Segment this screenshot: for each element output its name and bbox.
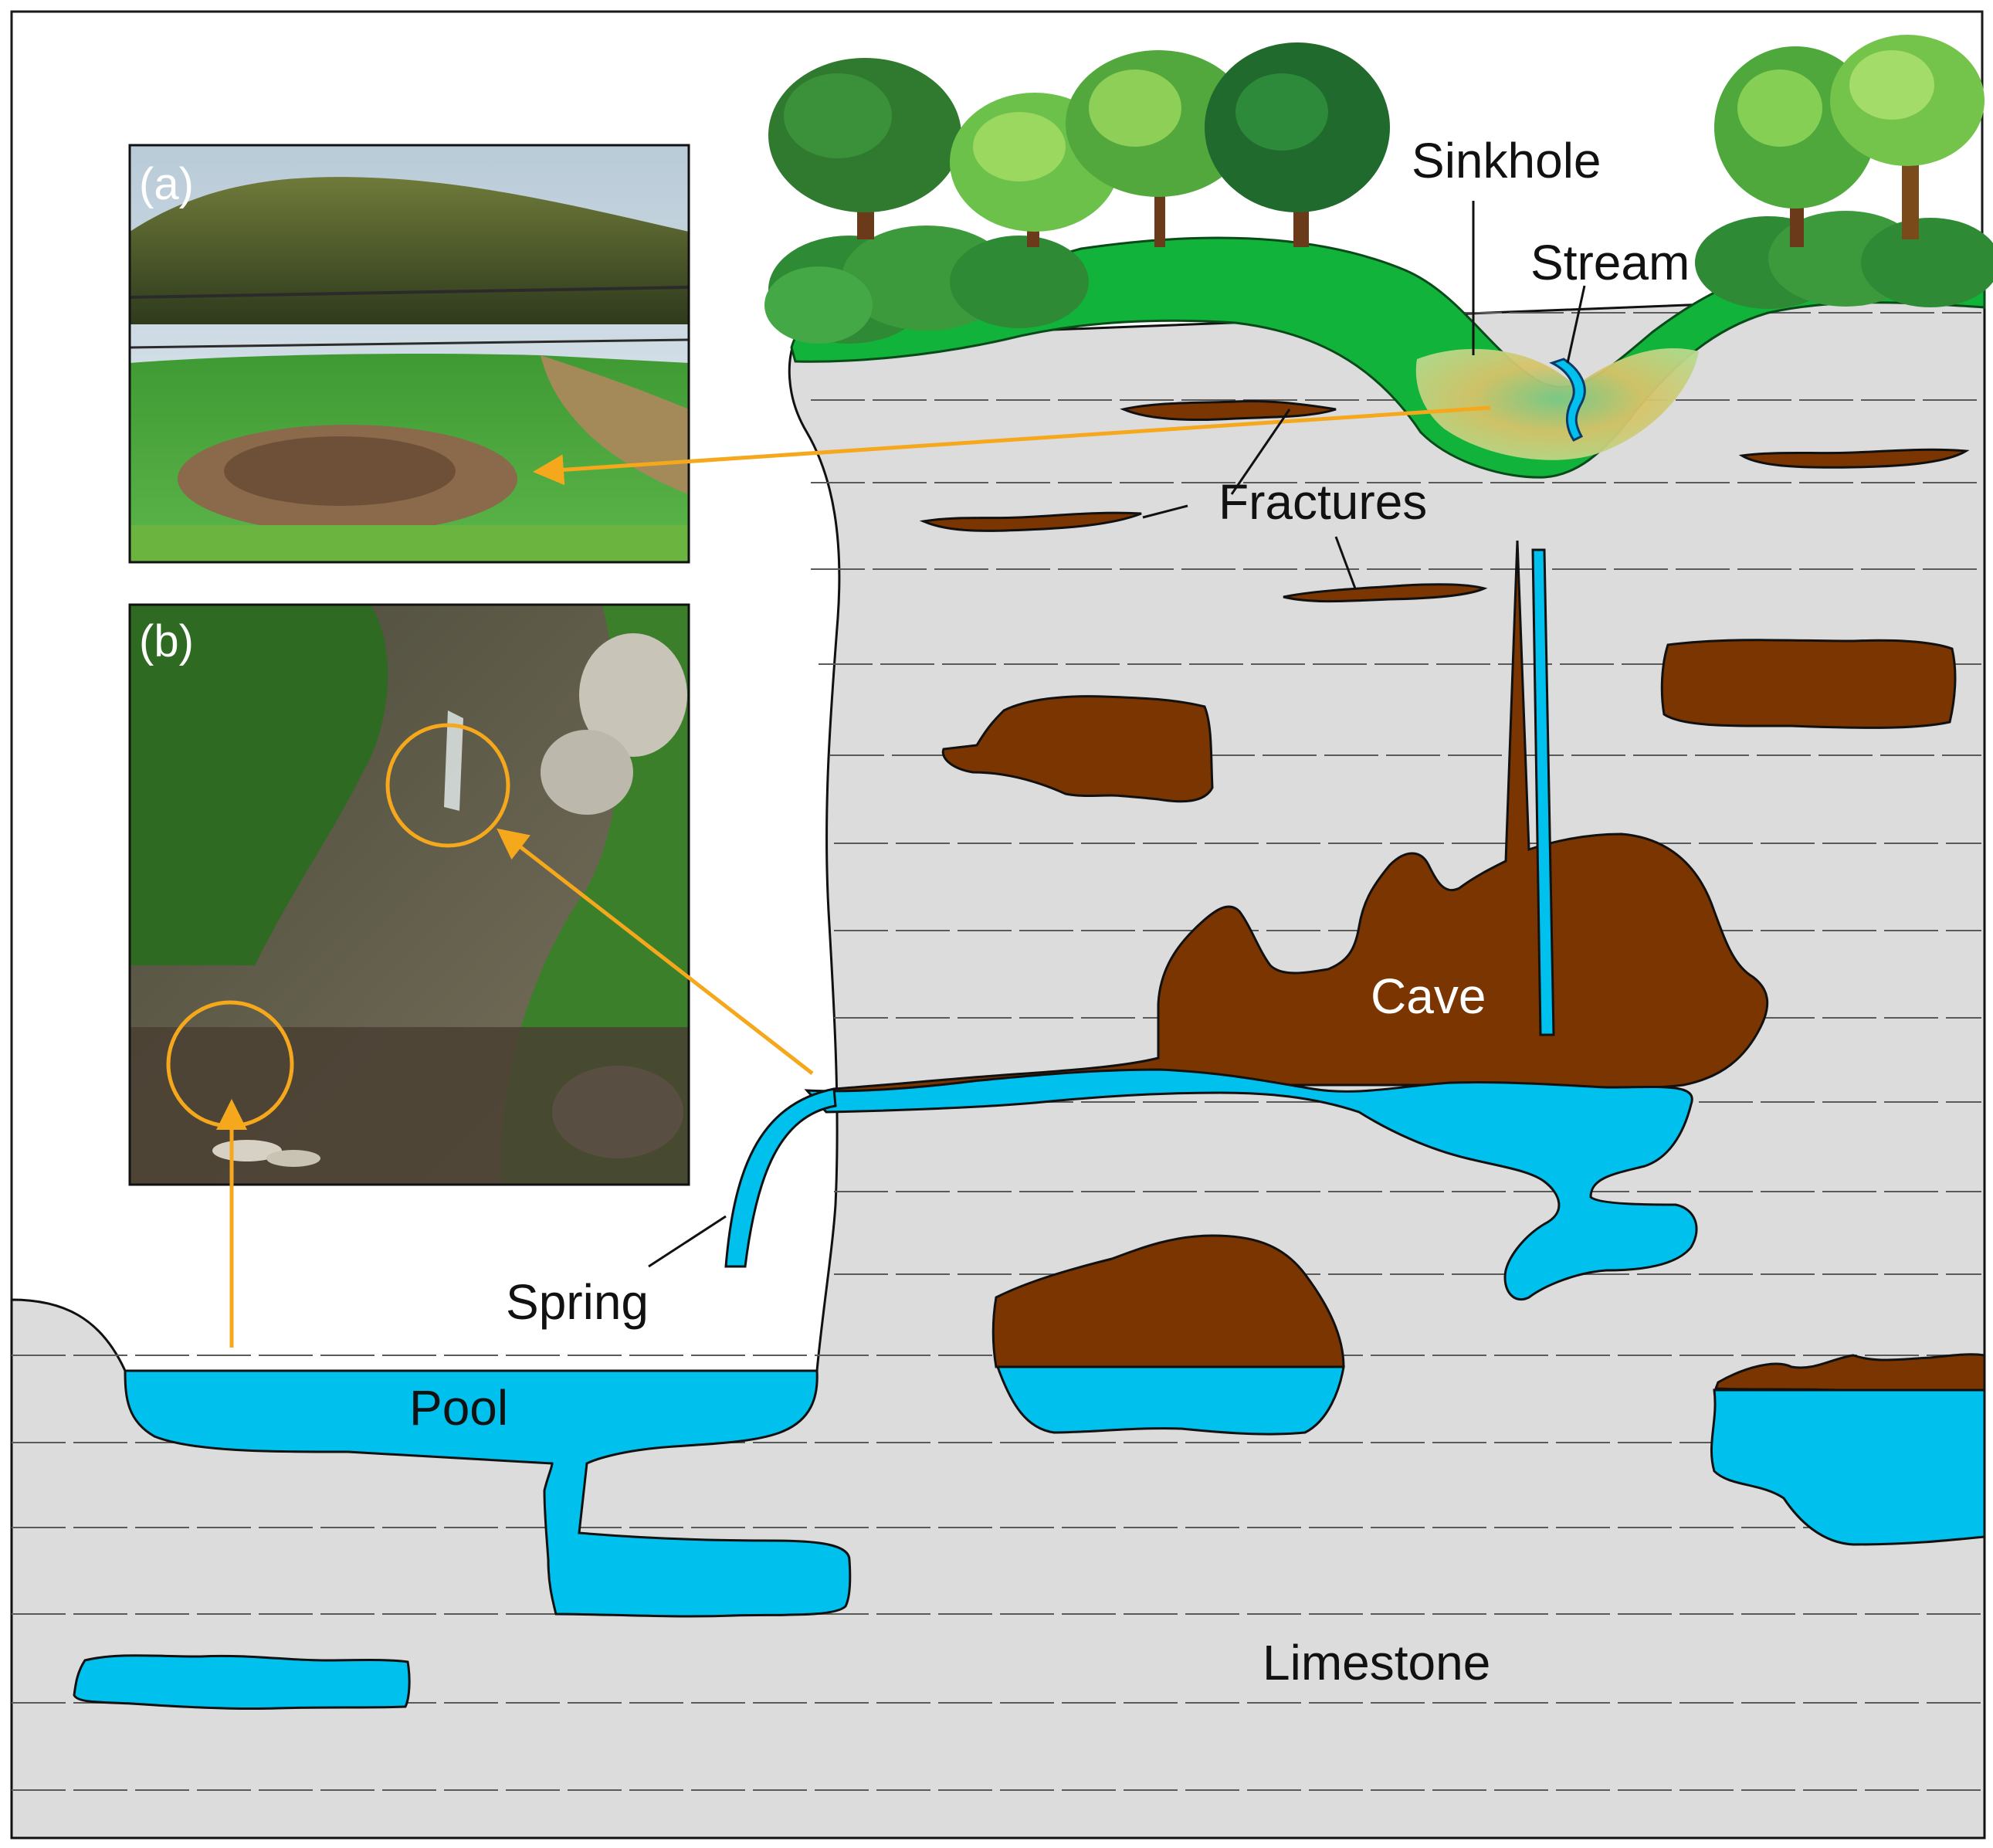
stream-channel: [1549, 358, 1586, 442]
stream-label: Stream: [1530, 235, 1690, 290]
spring-label: Spring: [506, 1274, 649, 1330]
trees: [768, 35, 1985, 247]
cave: [832, 540, 1769, 1098]
leader-lines: [648, 201, 1586, 1268]
grass-topsoil: [790, 236, 1986, 479]
sinkhole-label: Sinkhole: [1412, 133, 1602, 188]
cave-water: [804, 548, 1698, 1300]
panel-a-label: (a): [139, 159, 194, 209]
spring-conduit: [724, 1087, 837, 1268]
aquifer-lens: [73, 1654, 411, 1711]
photo-panel-a: (a): [128, 144, 690, 564]
highlight-circle-spring: [385, 723, 510, 848]
limestone-label: Limestone: [1263, 1635, 1490, 1690]
sinkhole-infill: [1415, 348, 1699, 460]
fractures-label: Fractures: [1219, 474, 1427, 530]
pool: [124, 1369, 852, 1618]
pool-label: Pool: [409, 1380, 508, 1436]
panel-b-label: (b): [139, 616, 194, 666]
voids: [941, 639, 1986, 1392]
photo-panel-b: (b): [128, 603, 690, 1186]
shrubs: [764, 211, 1993, 344]
fractures: [919, 399, 1970, 603]
cave-label: Cave: [1371, 968, 1486, 1024]
void-water: [995, 1365, 1986, 1546]
pointer-arrows: [216, 405, 1491, 1348]
